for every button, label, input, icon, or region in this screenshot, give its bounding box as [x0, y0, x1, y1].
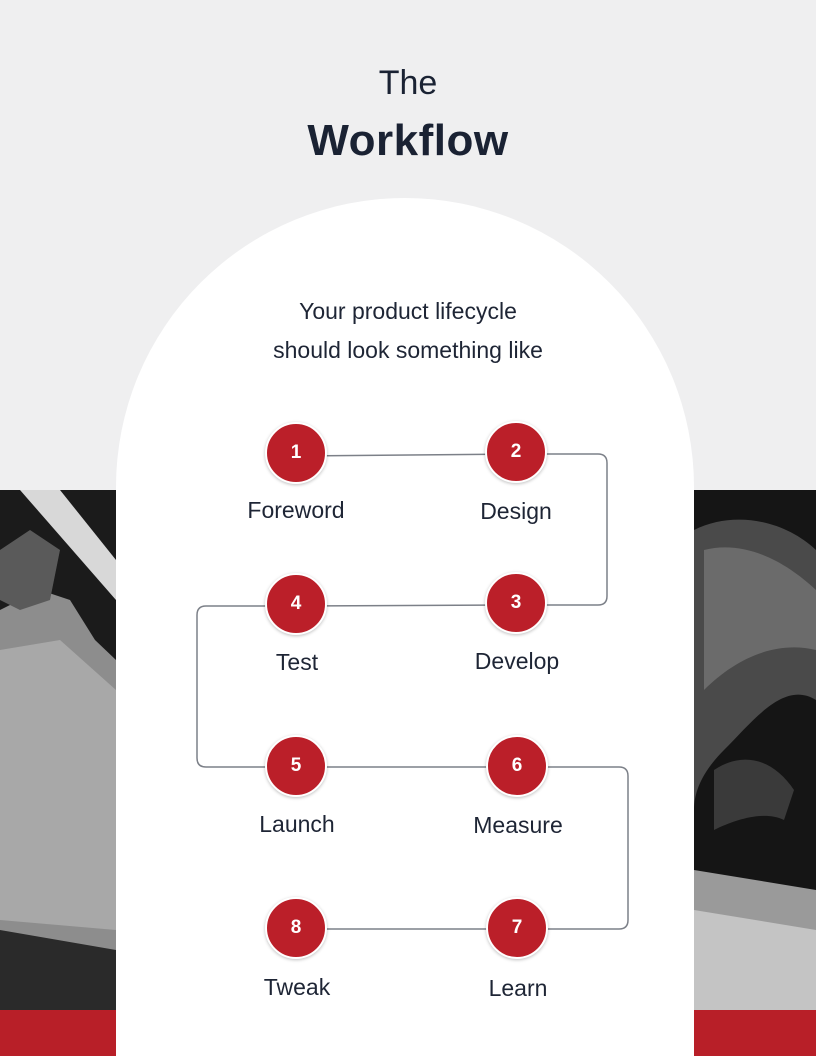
step-3-node: 3	[485, 572, 547, 634]
step-3-label: Develop	[474, 648, 560, 674]
photo-right-panel	[694, 490, 816, 1010]
step-4-node: 4	[265, 573, 327, 635]
step-8-label: Tweak	[263, 974, 331, 1000]
page-title: Workflow	[307, 116, 509, 165]
step-5-label: Launch	[259, 811, 335, 837]
step-7-node: 7	[486, 897, 548, 959]
page-title-prefix: The	[378, 64, 438, 102]
step-6-node: 6	[486, 735, 548, 797]
step-1-node: 1	[265, 422, 327, 484]
step-4-label: Test	[275, 649, 319, 675]
intro-line-1: Your product lifecycle	[299, 298, 517, 324]
step-7-label: Learn	[488, 975, 548, 1001]
intro-text: Your product lifecycle should look somet…	[0, 292, 816, 370]
step-5-node: 5	[265, 735, 327, 797]
step-8-node: 8	[265, 897, 327, 959]
intro-line-2: should look something like	[273, 337, 543, 363]
photo-left-panel	[0, 490, 116, 1010]
step-2-label: Design	[480, 498, 552, 524]
step-2-node: 2	[485, 421, 547, 483]
step-1-label: Foreword	[247, 497, 345, 523]
step-6-label: Measure	[473, 812, 563, 838]
